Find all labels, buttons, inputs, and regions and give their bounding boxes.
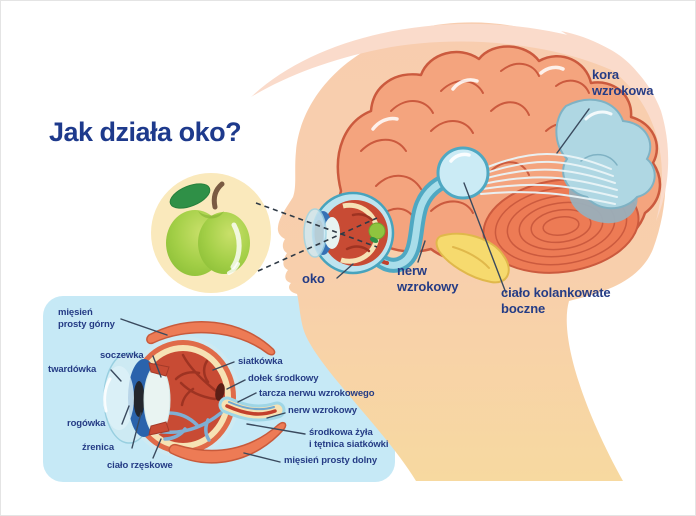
lateral-geniculate-body [436,146,490,200]
hair-swoosh [251,23,649,97]
label-miesien-prosty-dolny: mięsień prosty dolny [284,455,378,466]
label-cialo-rzeskowe: ciało rzęskowe [107,460,173,471]
label-siatkowka: siatkówka [238,356,283,367]
hair-swoosh-right [561,31,669,221]
label-cialo-kolankowate: ciało kolankowate boczne [501,285,611,317]
label-zrenica: źrenica [82,442,115,453]
apple [151,173,271,293]
leader-lines [110,108,590,463]
label-miesien-prosty-gorny: mięsień prosty górny [58,307,115,330]
label-tarcza-nerwu-wzrokowego: tarcza nerwu wzrokowego [259,388,375,399]
label-nerw-wzrokowy-panel: nerw wzrokowy [288,405,357,416]
optic-radiation [480,153,618,205]
label-rogowka: rogówka [67,418,106,429]
label-oko: oko [302,271,325,286]
sight-lines [255,202,378,272]
page-title: Jak działa oko? [49,117,242,147]
label-dolek-srodkowy: dołek środkowy [248,373,319,384]
label-kora-wzrokowa: kora wzrokowa [592,67,654,99]
eye-small [303,191,395,275]
label-twardowka: twardówka [48,364,97,375]
label-srodkowa-zyla: środkowa żyła i tętnica siatkówki [309,427,389,450]
label-nerw-wzrokowy-head: nerw wzrokowy [397,263,459,295]
eye-cross-section [103,321,287,464]
label-soczewka: soczewka [100,350,144,361]
